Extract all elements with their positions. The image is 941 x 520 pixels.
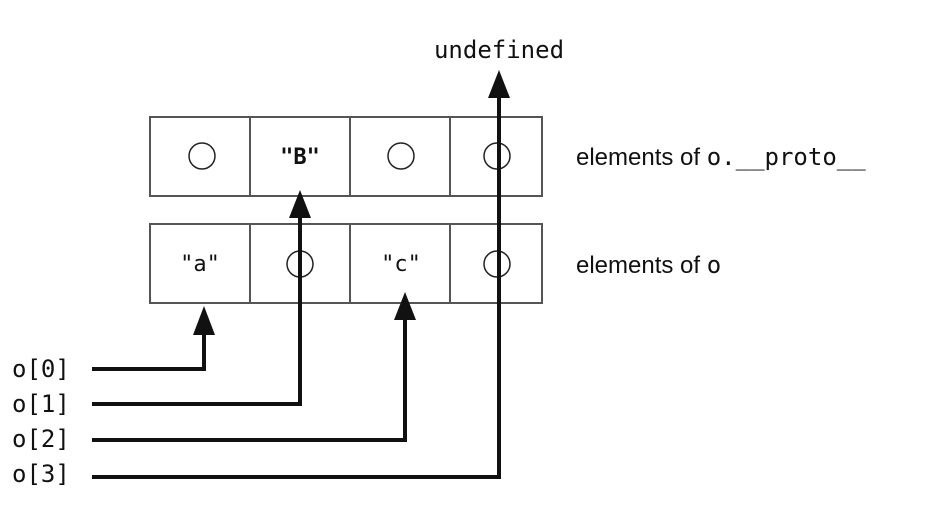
proto-hole-0 — [188, 142, 216, 170]
access-label-2: o[2] — [12, 425, 70, 453]
lookup-arrow-2 — [92, 292, 416, 442]
own-row-label: elements of o — [576, 251, 721, 279]
arrowhead-2 — [394, 292, 416, 320]
own-value-2: "c" — [381, 252, 421, 277]
access-label-3: o[3] — [12, 460, 70, 488]
own-elements-row: "a" "c" elements of o — [149, 223, 721, 304]
proto-row-label: elements of o.__proto__ — [576, 143, 866, 171]
proto-elements-row: "B" elements of o.__proto__ — [149, 116, 866, 197]
own-cell-0 — [149, 223, 251, 304]
arrowhead-3 — [488, 70, 510, 98]
access-label-1: o[1] — [12, 390, 70, 418]
proto-value-1: "B" — [280, 145, 320, 170]
proto-cell-1 — [249, 116, 351, 197]
undefined-label: undefined — [434, 36, 564, 64]
lookup-arrow-1 — [92, 190, 311, 406]
lookup-arrow-0 — [92, 306, 215, 371]
own-value-0: "a" — [180, 252, 220, 277]
access-label-0: o[0] — [12, 355, 70, 383]
proto-hole-2 — [387, 142, 415, 170]
lookup-arrow-3 — [92, 70, 510, 479]
arrowhead-0 — [193, 306, 215, 335]
arrowhead-1 — [289, 190, 311, 218]
